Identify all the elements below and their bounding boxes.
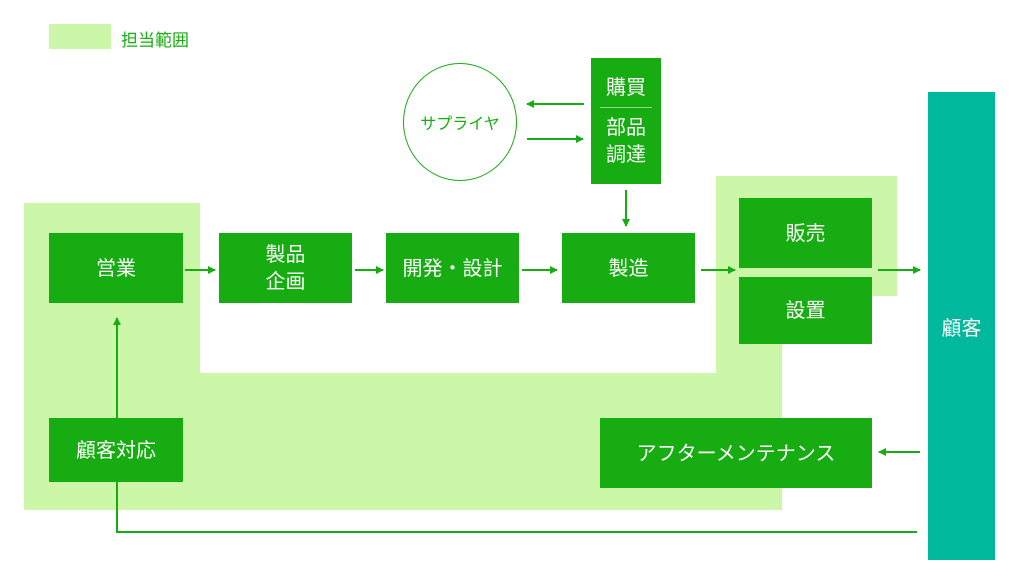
maintenance-node: アフターメンテナンス — [600, 418, 872, 488]
planning-node: 製品 企画 — [219, 233, 352, 303]
installation-label: 設置 — [785, 298, 826, 322]
arrow-customer-feedback-to-sales — [113, 317, 917, 533]
planning-label-line1: 製品 — [265, 242, 306, 266]
manufacturing-node: 製造 — [562, 233, 695, 303]
legend-swatch — [49, 24, 111, 49]
legend-label: 担当範囲 — [121, 31, 189, 51]
development-node: 開発・設計 — [386, 233, 519, 303]
purchasing-top-label: 購買 — [606, 75, 646, 99]
manufacturing-label: 製造 — [608, 255, 649, 280]
customer-support-node: 顧客対応 — [49, 418, 183, 482]
sales-node: 営業 — [49, 233, 183, 303]
planning-label-line2: 企画 — [265, 269, 306, 293]
development-label: 開発・設計 — [402, 255, 503, 280]
sales-label: 営業 — [96, 255, 136, 280]
supplier-label: サプライヤ — [420, 114, 500, 133]
customer-support-label: 顧客対応 — [76, 437, 156, 462]
installation-node: 設置 — [739, 277, 872, 344]
customer-node: 顧客 — [928, 92, 995, 560]
purchasing-node: 購買 部品 調達 — [591, 58, 661, 184]
selling-label: 販売 — [785, 220, 826, 245]
supplier-node: サプライヤ — [403, 63, 517, 181]
purchasing-label-line2: 調達 — [606, 142, 646, 166]
divider — [600, 107, 652, 108]
customer-label: 顧客 — [941, 315, 982, 340]
selling-node: 販売 — [739, 198, 872, 268]
maintenance-label: アフターメンテナンス — [636, 440, 836, 465]
purchasing-label-line1: 部品 — [606, 115, 646, 139]
